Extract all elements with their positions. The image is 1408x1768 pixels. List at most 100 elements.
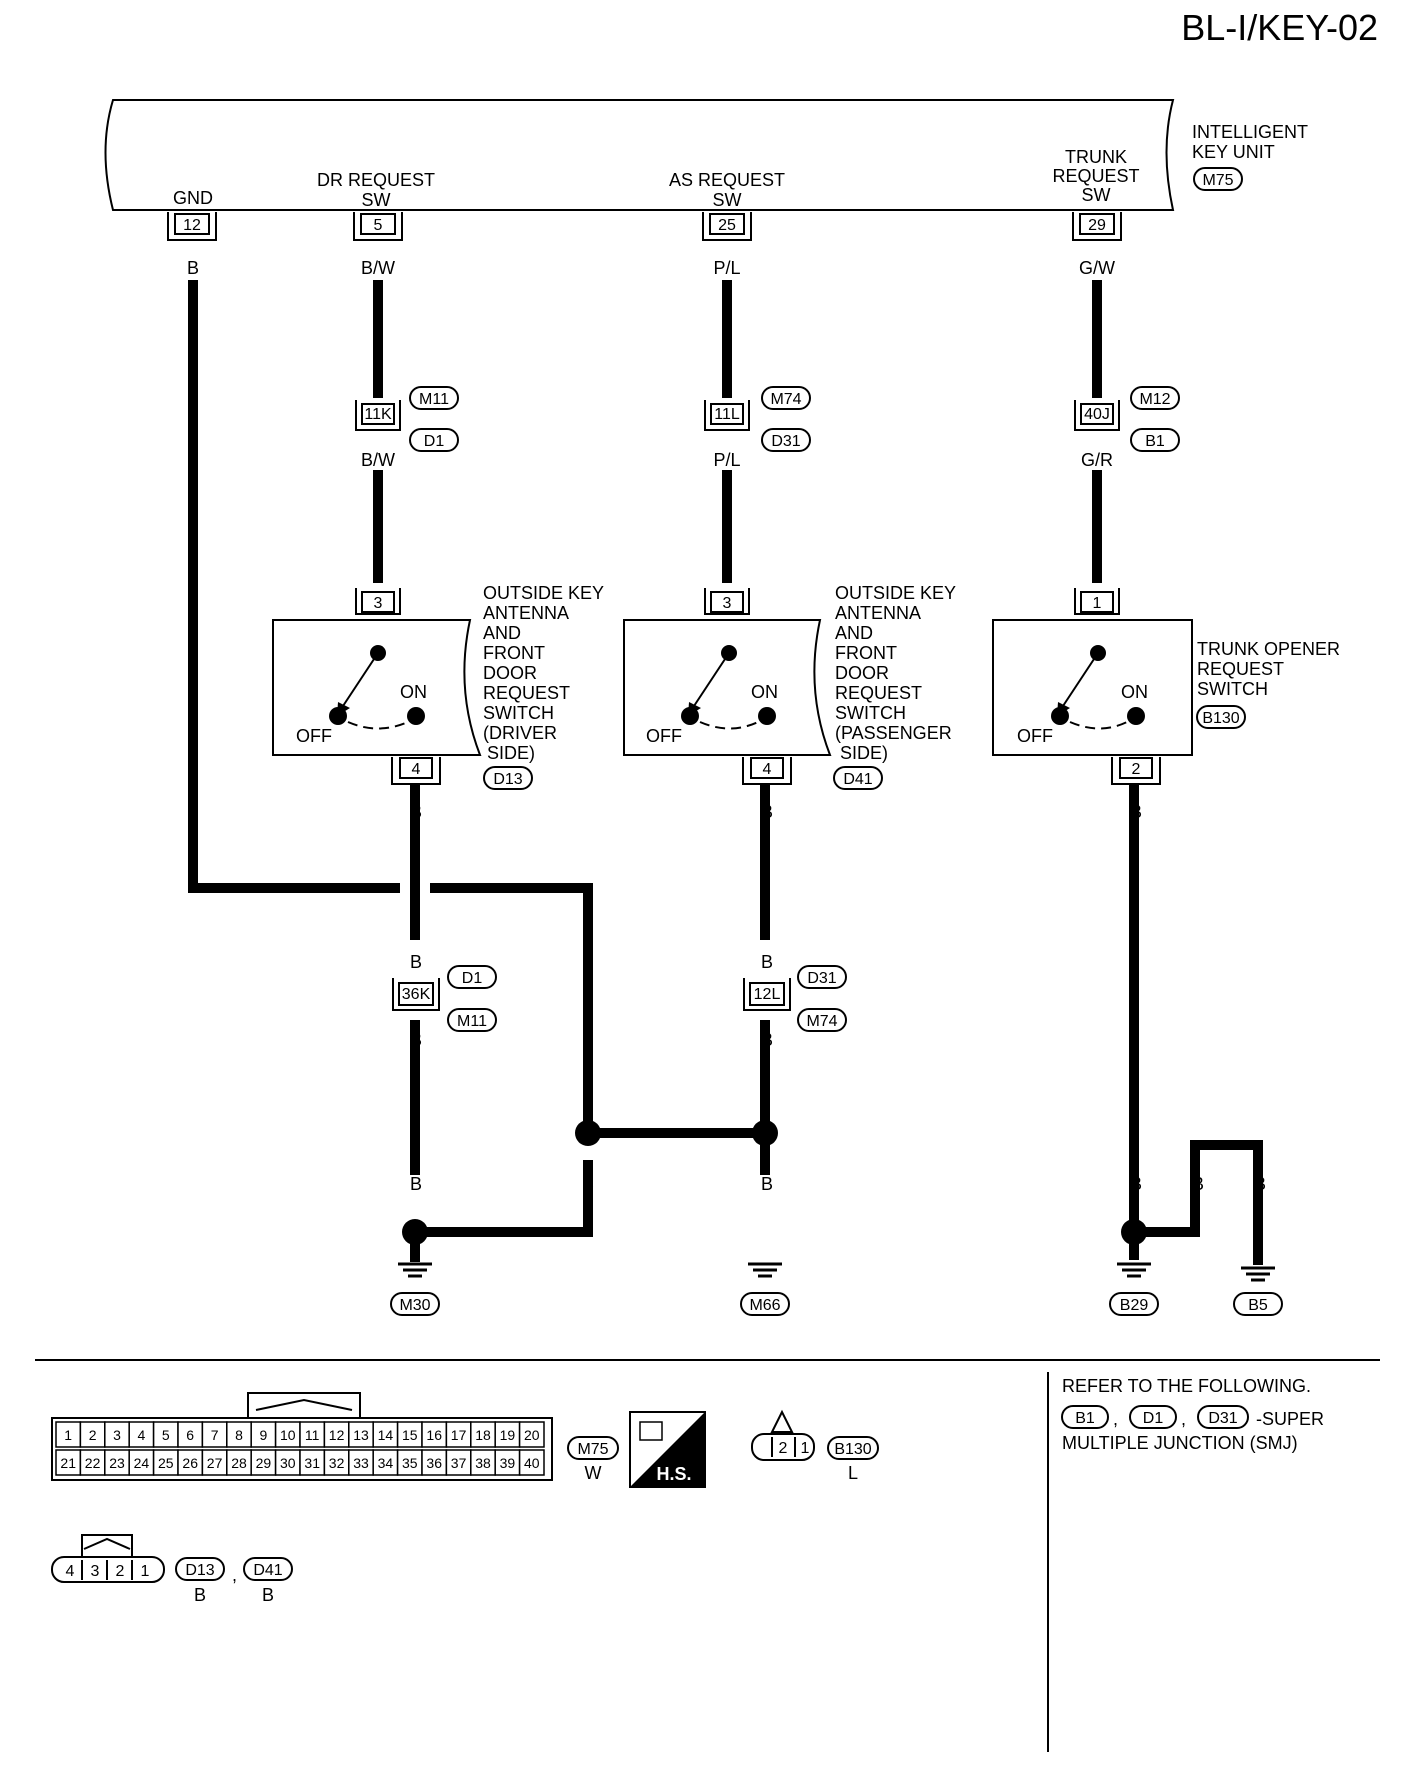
splice-1 (575, 1120, 601, 1146)
m75-cell (470, 1421, 496, 1448)
wire-b-2: B (761, 802, 773, 822)
svg-text:M11: M11 (419, 391, 449, 408)
svg-text:P/L: P/L (713, 450, 740, 470)
m75-cell (79, 1421, 106, 1448)
wire-b-1: B (410, 802, 422, 822)
m75-cell (152, 1449, 179, 1476)
svg-text:,: , (232, 1565, 237, 1585)
junction-11l: 11L M74 D31 P/L (704, 386, 811, 470)
svg-text:SIDE): SIDE) (487, 743, 535, 763)
m75-cell-label: 24 (134, 1455, 150, 1471)
svg-text:(PASSENGER: (PASSENGER (835, 723, 952, 743)
svg-text:ON: ON (400, 682, 427, 702)
m75-cell (470, 1449, 496, 1476)
m75-cell (226, 1449, 252, 1476)
m75-cell (494, 1449, 521, 1476)
svg-text:25: 25 (718, 217, 736, 234)
m75-cell-label: 38 (475, 1455, 491, 1471)
m75-cell-label: 9 (260, 1427, 268, 1443)
svg-text:M74: M74 (770, 391, 801, 408)
svg-text:G/R: G/R (1081, 450, 1113, 470)
terminal-pin-29: 29 (1072, 212, 1122, 241)
svg-text:AND: AND (483, 623, 521, 643)
unit-label-line1: INTELLIGENT (1192, 122, 1308, 142)
m75-cell (518, 1449, 545, 1476)
intelligent-key-unit: INTELLIGENT KEY UNIT M75 (104, 99, 1308, 211)
svg-text:ON: ON (1121, 682, 1148, 702)
svg-text:M74: M74 (806, 1013, 837, 1030)
m75-cell (177, 1421, 204, 1448)
terminal-dr-label-2: SW (362, 190, 391, 210)
ground-b5: B5 (1233, 1266, 1283, 1316)
svg-text:DOOR: DOOR (483, 663, 537, 683)
m75-cell (421, 1421, 448, 1448)
hs-icon: H.S. (629, 1411, 706, 1488)
m75-cell-label: 17 (451, 1427, 467, 1443)
connector-face-d13-d41: 4 3 2 1 D13 B , D41 B (51, 1534, 293, 1605)
switch-passenger: 3 OFF ON 4 D41 OUTSIDE KEY ANTENNA AND F… (623, 583, 956, 790)
m75-cell-label: 35 (402, 1455, 418, 1471)
m75-cell (494, 1421, 521, 1448)
svg-text:B: B (262, 1585, 274, 1605)
m75-cell (274, 1449, 301, 1476)
svg-text:B/W: B/W (361, 450, 395, 470)
m75-cell-label: 6 (186, 1427, 194, 1443)
connector-face-b130: 2 1 B130 L (751, 1409, 879, 1483)
terminal-trunk-label-3: SW (1082, 185, 1111, 205)
svg-text:B: B (194, 1585, 206, 1605)
m75-cell (323, 1449, 350, 1476)
m75-cell-label: 37 (451, 1455, 467, 1471)
terminal-as-label-2: SW (713, 190, 742, 210)
m75-cell-label: 14 (378, 1427, 394, 1443)
svg-text:12L: 12L (754, 986, 781, 1003)
m75-cell-label: 36 (426, 1455, 442, 1471)
svg-text:SWITCH: SWITCH (483, 703, 554, 723)
svg-text:H.S.: H.S. (656, 1464, 691, 1484)
svg-text:REFER TO THE FOLLOWING.: REFER TO THE FOLLOWING. (1062, 1376, 1311, 1396)
svg-text:D41: D41 (843, 771, 872, 788)
svg-text:B: B (410, 1030, 422, 1050)
m75-cell (55, 1449, 82, 1476)
svg-text:4: 4 (412, 761, 421, 778)
wire-color-dr: B/W (361, 258, 395, 278)
svg-text:M12: M12 (1139, 391, 1170, 408)
junction-36k: B 36K D1 M11 B (392, 952, 497, 1050)
m75-cell (445, 1449, 472, 1476)
m75-cell-label: 10 (280, 1427, 296, 1443)
switch-driver: 3 OFF ON 4 D13 OUTSIDE KEY ANTENNA AND F… (272, 583, 604, 790)
svg-text:ANTENNA: ANTENNA (835, 603, 921, 623)
svg-text:OFF: OFF (1017, 726, 1053, 746)
svg-text:3: 3 (723, 595, 732, 612)
svg-text:OFF: OFF (646, 726, 682, 746)
wire-color-gnd: B (187, 258, 199, 278)
svg-text:REQUEST: REQUEST (1197, 659, 1284, 679)
svg-text:REQUEST: REQUEST (835, 683, 922, 703)
wire-b-g1: B (410, 1174, 422, 1194)
wire-b-g4: B (1130, 1174, 1142, 1194)
svg-text:L: L (848, 1463, 858, 1483)
terminal-trunk-label-1: TRUNK (1065, 147, 1127, 167)
switch-trunk: 1 OFF ON 2 TRUNK OPENER REQUEST SWITCH B… (992, 588, 1340, 785)
m75-cell (201, 1449, 228, 1476)
svg-text:D1: D1 (424, 433, 445, 450)
ground-m30: M30 (390, 1232, 440, 1316)
svg-text:M75: M75 (1202, 172, 1233, 189)
terminal-pin-25: 25 (702, 212, 752, 241)
junction-12l: B 12L D31 M74 B (743, 952, 847, 1050)
svg-text:B1: B1 (1145, 433, 1165, 450)
m75-cell-label: 39 (500, 1455, 516, 1471)
wire-b-g5: B (1192, 1174, 1204, 1194)
m75-cell (104, 1449, 130, 1476)
svg-text:11K: 11K (364, 406, 392, 423)
wire-color-as: P/L (713, 258, 740, 278)
m75-cell-label: 26 (182, 1455, 198, 1471)
terminal-as-label-1: AS REQUEST (669, 170, 785, 190)
svg-text:4: 4 (66, 1563, 75, 1580)
m75-cell-label: 28 (231, 1455, 247, 1471)
m75-cell-label: 13 (353, 1427, 369, 1443)
wire-color-trunk: G/W (1079, 258, 1115, 278)
svg-text:REQUEST: REQUEST (483, 683, 570, 703)
m75-cell-label: 31 (304, 1455, 320, 1471)
